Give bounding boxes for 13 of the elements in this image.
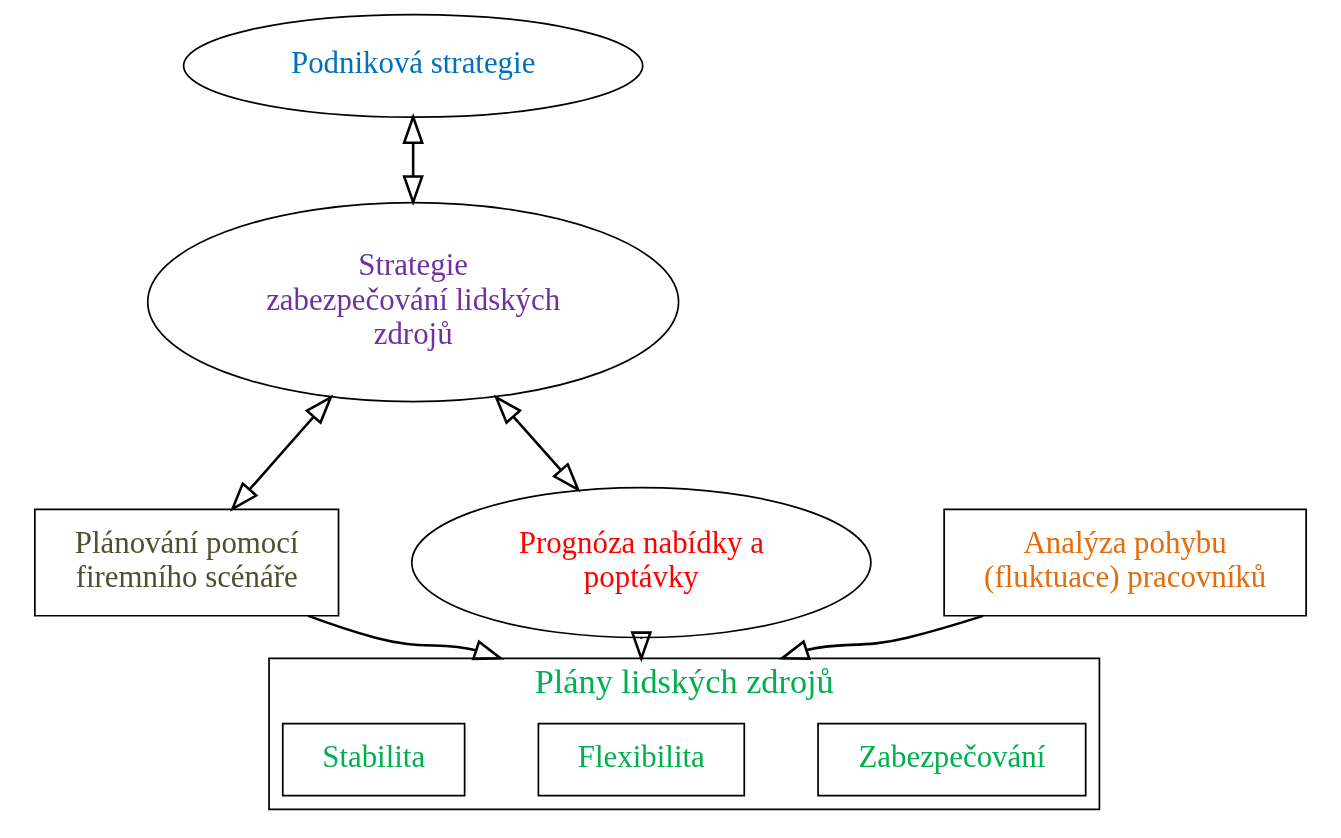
arrow — [630, 631, 653, 663]
node-box: Plánování pomocí firemního scénáře — [34, 508, 340, 617]
node-box: Analýza pohybu (fluktuace) pracovníků — [943, 508, 1307, 617]
node-box: Flexibilita — [537, 722, 746, 797]
node-ellipse: Podniková strategie — [182, 13, 644, 119]
node-box: Stabilita — [281, 722, 466, 797]
arrow — [778, 614, 984, 660]
arrow — [229, 394, 334, 512]
node-ellipse: Strategie zabezpečování lidských zdrojů — [146, 201, 680, 403]
arrow — [307, 614, 505, 661]
arrow — [402, 113, 424, 207]
node-box: Zabezpečování — [817, 722, 1087, 797]
arrow — [493, 394, 581, 493]
